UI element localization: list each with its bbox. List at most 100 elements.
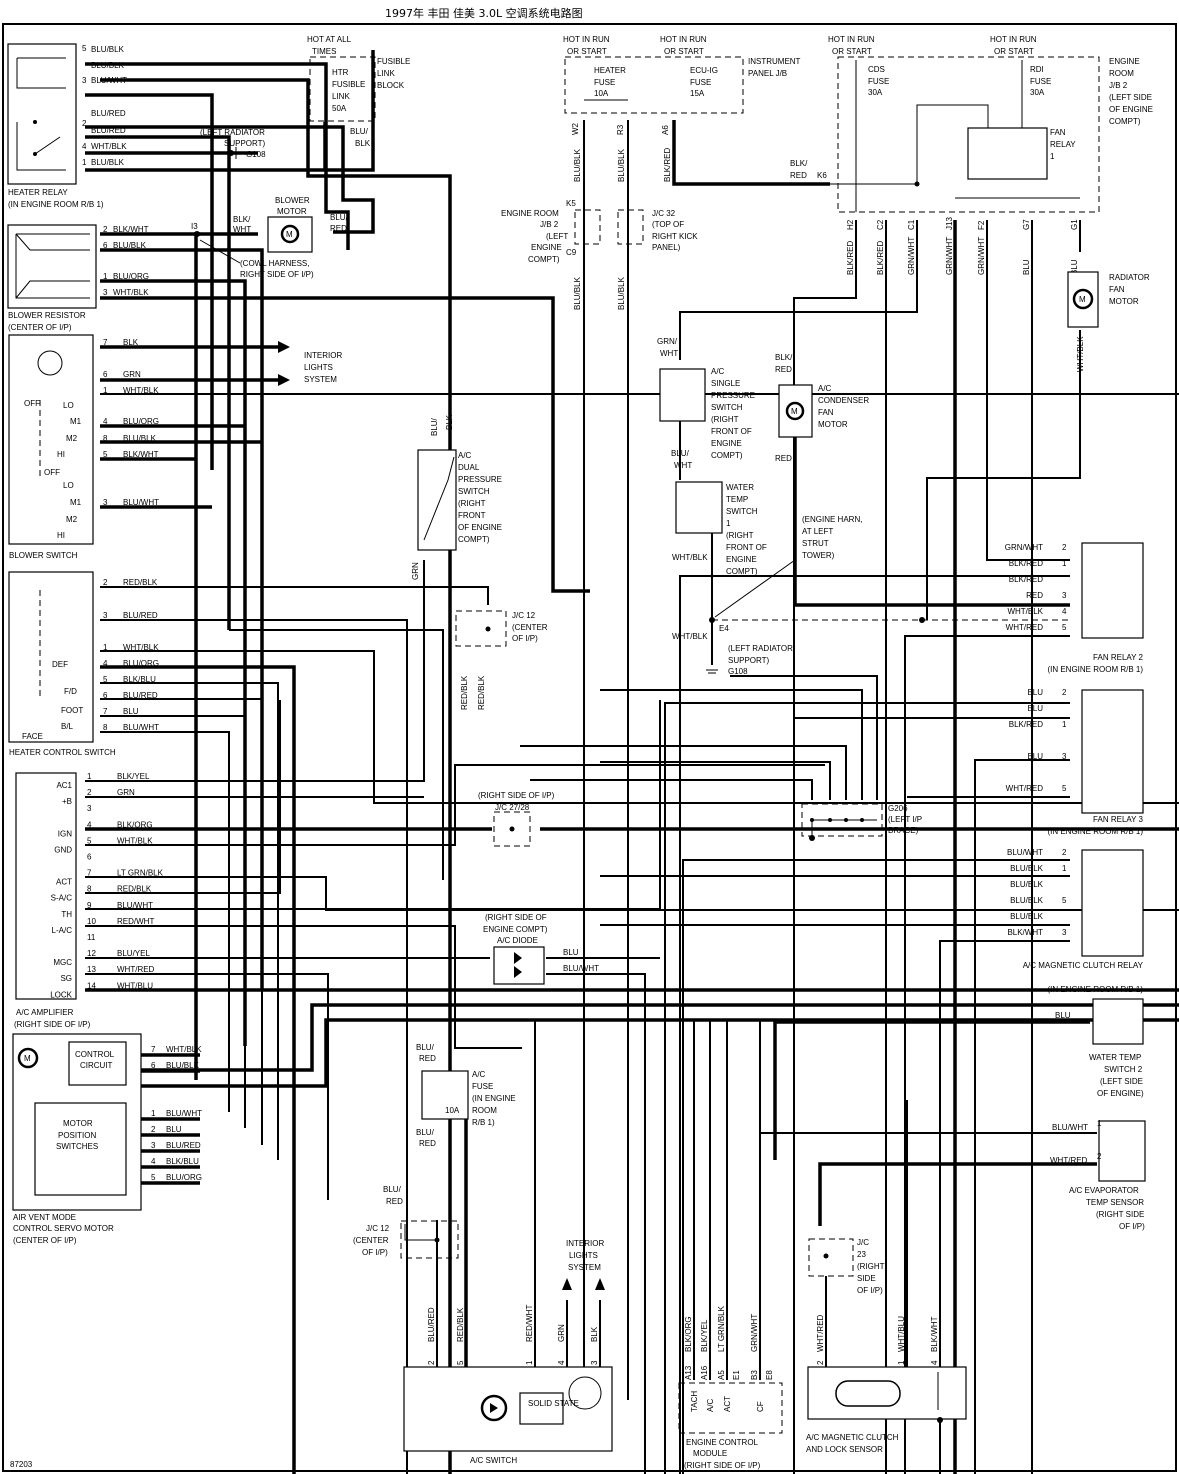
svg-text:BLU/: BLU/ bbox=[430, 417, 439, 436]
svg-text:FUSE: FUSE bbox=[594, 78, 615, 87]
svg-text:HI: HI bbox=[57, 450, 65, 459]
svg-text:RED: RED bbox=[775, 454, 792, 463]
svg-text:(RIGHT: (RIGHT bbox=[458, 499, 486, 508]
pin-label: 1 bbox=[1062, 559, 1067, 568]
wire-label: BLK/WHT bbox=[1007, 928, 1043, 937]
svg-text:SIDE: SIDE bbox=[857, 1274, 876, 1283]
wire-label: BLK/WHT bbox=[930, 1316, 939, 1352]
wire-label: BLK/WHT bbox=[113, 225, 149, 234]
svg-text:BLU/: BLU/ bbox=[330, 213, 349, 222]
pin-label: 2 bbox=[1062, 543, 1067, 552]
svg-text:M: M bbox=[791, 407, 798, 416]
pin-label: 1 bbox=[82, 158, 87, 167]
terminal-id: G7 bbox=[1022, 219, 1031, 230]
svg-text:RED: RED bbox=[386, 1197, 403, 1206]
wire-label: WHT/RED bbox=[1006, 623, 1044, 632]
wire-label: BLK bbox=[123, 338, 139, 347]
svg-text:(LEFT SIDE: (LEFT SIDE bbox=[1100, 1077, 1143, 1086]
pin-label: 2 bbox=[1062, 688, 1067, 697]
svg-text:SINGLE: SINGLE bbox=[711, 379, 740, 388]
svg-text:BLU/: BLU/ bbox=[671, 449, 690, 458]
svg-text:ENGINE: ENGINE bbox=[711, 439, 742, 448]
wire-label: BLK/RED bbox=[846, 241, 855, 275]
pin-label: 5 bbox=[1062, 784, 1067, 793]
pin-label: 2 bbox=[82, 119, 87, 128]
wire-label: BLK/RED bbox=[1009, 720, 1043, 729]
pin-label: 3 bbox=[103, 288, 108, 297]
svg-text:R3: R3 bbox=[616, 124, 625, 135]
svg-text:OFF: OFF bbox=[44, 468, 60, 477]
pin-label: 1 bbox=[1062, 720, 1067, 729]
component-label: A/C MAGNETIC CLUTCH RELAY bbox=[1023, 961, 1144, 970]
wire-label: WHT/BLK bbox=[123, 386, 159, 395]
svg-text:A/C: A/C bbox=[458, 451, 472, 460]
svg-text:23: 23 bbox=[857, 1250, 866, 1259]
svg-text:J/B 2: J/B 2 bbox=[540, 220, 559, 229]
svg-text:LIGHTS: LIGHTS bbox=[304, 363, 333, 372]
wire-label: WHT/BLK bbox=[113, 288, 149, 297]
svg-text:FRONT OF: FRONT OF bbox=[726, 543, 767, 552]
svg-text:BLK/: BLK/ bbox=[233, 215, 251, 224]
pin-label: B3 bbox=[750, 1370, 759, 1380]
svg-text:(LEFT: (LEFT bbox=[546, 232, 568, 241]
svg-text:FUSE: FUSE bbox=[472, 1082, 493, 1091]
pin-label: A5 bbox=[717, 1370, 726, 1380]
terminal-label: IGN bbox=[58, 829, 72, 838]
svg-text:TEMP SENSOR: TEMP SENSOR bbox=[1086, 1198, 1144, 1207]
terminal-id: F2 bbox=[977, 220, 986, 230]
svg-text:ECU-IG: ECU-IG bbox=[690, 66, 718, 75]
svg-text:LO: LO bbox=[63, 481, 74, 490]
wire-label: BLU/RED bbox=[123, 611, 158, 620]
svg-text:COMPT): COMPT) bbox=[1109, 117, 1141, 126]
wire-label: BLU/BLK bbox=[113, 241, 147, 250]
svg-text:OF ENGINE): OF ENGINE) bbox=[1097, 1089, 1144, 1098]
svg-text:INTERIOR: INTERIOR bbox=[304, 351, 342, 360]
svg-text:RED: RED bbox=[419, 1139, 436, 1148]
svg-text:OR START: OR START bbox=[664, 47, 704, 56]
svg-text:SUPPORT): SUPPORT) bbox=[224, 139, 266, 148]
svg-text:COMPT): COMPT) bbox=[711, 451, 743, 460]
svg-text:ENGINE ROOM: ENGINE ROOM bbox=[501, 209, 559, 218]
svg-text:M: M bbox=[286, 230, 293, 239]
terminal-label: LOCK bbox=[50, 990, 72, 999]
svg-text:A/C: A/C bbox=[472, 1070, 486, 1079]
splice-id: E4 bbox=[719, 624, 729, 633]
wire-label: WHT/BLK bbox=[1007, 607, 1043, 616]
svg-text:AT LEFT: AT LEFT bbox=[802, 527, 833, 536]
svg-text:PRESSURE: PRESSURE bbox=[458, 475, 502, 484]
svg-text:BLU/BLK: BLU/BLK bbox=[573, 148, 582, 182]
svg-text:M: M bbox=[24, 1054, 31, 1063]
svg-text:ENGINE: ENGINE bbox=[1109, 57, 1140, 66]
svg-text:(RIGHT SIDE: (RIGHT SIDE bbox=[1096, 1210, 1144, 1219]
svg-text:MOTOR: MOTOR bbox=[1109, 297, 1139, 306]
svg-text:(CENTER: (CENTER bbox=[512, 623, 548, 632]
svg-text:(RIGHT: (RIGHT bbox=[857, 1262, 885, 1271]
svg-text:SWITCH 2: SWITCH 2 bbox=[1104, 1065, 1143, 1074]
terminal-label: A/C bbox=[706, 1398, 715, 1412]
svg-text:OF I/P): OF I/P) bbox=[512, 634, 538, 643]
fuse-rating: 10A bbox=[445, 1106, 460, 1115]
svg-text:(IN ENGINE: (IN ENGINE bbox=[472, 1094, 516, 1103]
wire-label: BLU bbox=[1070, 259, 1079, 275]
svg-text:(CENTER: (CENTER bbox=[353, 1236, 389, 1245]
svg-text:RIGHT KICK: RIGHT KICK bbox=[652, 232, 698, 241]
svg-text:COMPT): COMPT) bbox=[458, 535, 490, 544]
pin-label: 1 bbox=[1097, 1119, 1102, 1128]
component-location: (CENTER OF I/P) bbox=[13, 1236, 77, 1245]
wire-label: WHT/BLK bbox=[166, 1045, 202, 1054]
